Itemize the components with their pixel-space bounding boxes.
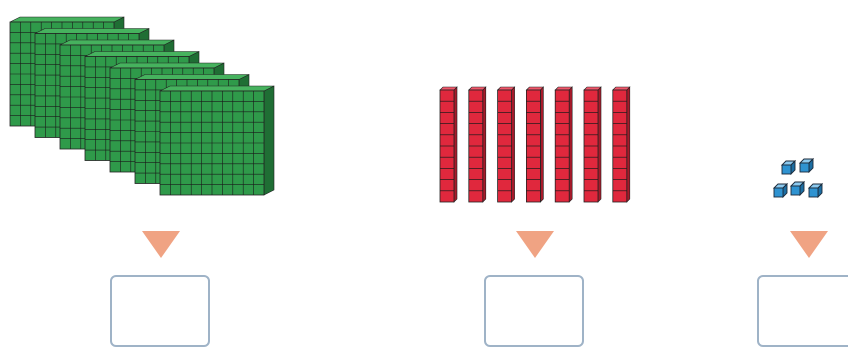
one-cube (800, 159, 813, 172)
hundred-flat (160, 86, 274, 195)
hundreds-blocks-group (10, 17, 274, 195)
one-cube (809, 184, 822, 197)
ten-rod (526, 87, 543, 202)
down-arrow-icon (142, 231, 180, 258)
ten-rod (440, 87, 457, 202)
one-cube (774, 184, 787, 197)
hundreds-answer-box[interactable] (110, 275, 210, 347)
down-arrow-icon (790, 231, 828, 258)
ones-cubes-group (774, 159, 822, 197)
ten-rod (555, 87, 572, 202)
tens-rods-group (440, 87, 630, 202)
ten-rod (613, 87, 630, 202)
ten-rod (469, 87, 486, 202)
down-arrow-icon (516, 231, 554, 258)
hundreds-answer-input[interactable] (112, 277, 212, 347)
tens-answer-box[interactable] (484, 275, 584, 347)
one-cube (782, 161, 795, 174)
ten-rod (584, 87, 601, 202)
ten-rod (498, 87, 515, 202)
one-cube (791, 182, 804, 195)
ones-answer-box[interactable] (757, 275, 848, 347)
ones-answer-input[interactable] (759, 277, 848, 347)
tens-answer-input[interactable] (486, 277, 586, 347)
